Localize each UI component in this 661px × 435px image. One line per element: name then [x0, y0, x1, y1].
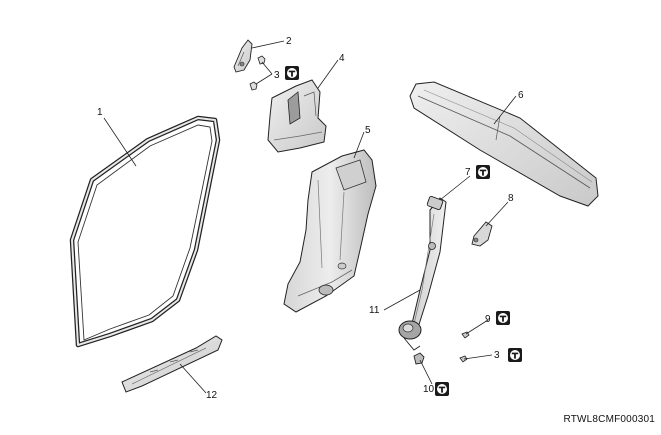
part-8-clip [471, 221, 493, 247]
reference-code: RTWL8CMF000301 [563, 414, 655, 425]
part-3-screw-lower [459, 355, 468, 363]
callout-6: 6 [518, 90, 524, 101]
torque-wrench-icon [476, 165, 490, 179]
callout-10: 10 [423, 384, 435, 395]
torque-wrench-icon [285, 66, 299, 80]
torque-wrench-icon [435, 382, 449, 396]
callout-4: 4 [339, 53, 345, 64]
part-1-weatherstrip [69, 115, 221, 348]
callout-12: 12 [206, 390, 218, 401]
callout-1: 1 [97, 107, 103, 118]
torque-wrench-icon [508, 348, 522, 362]
leader-lines [103, 40, 517, 394]
callout-3-upper: 3 [274, 70, 280, 81]
part-11-seat-belt-assembly [398, 196, 447, 351]
part-10-anchor-bolt [413, 352, 425, 365]
callout-2: 2 [286, 36, 292, 47]
part-6-roof-side-trim [409, 81, 599, 207]
part-2-anchor-bracket [233, 39, 253, 73]
callout-8: 8 [508, 193, 514, 204]
callout-3-lower: 3 [494, 350, 500, 361]
part-4-upper-pillar-trim [267, 79, 327, 153]
callout-5: 5 [365, 125, 371, 136]
callout-labels: 1 2 3 4 5 6 7 8 9 3 10 11 12 [97, 36, 524, 401]
torque-wrench-icon [496, 311, 510, 325]
callout-11: 11 [369, 305, 380, 316]
callout-9: 9 [485, 314, 491, 325]
part-3-clips-upper [249, 55, 266, 91]
callout-7: 7 [465, 167, 471, 178]
part-12-scuff-plate [121, 335, 223, 393]
part-5-center-pillar-trim [283, 149, 377, 313]
